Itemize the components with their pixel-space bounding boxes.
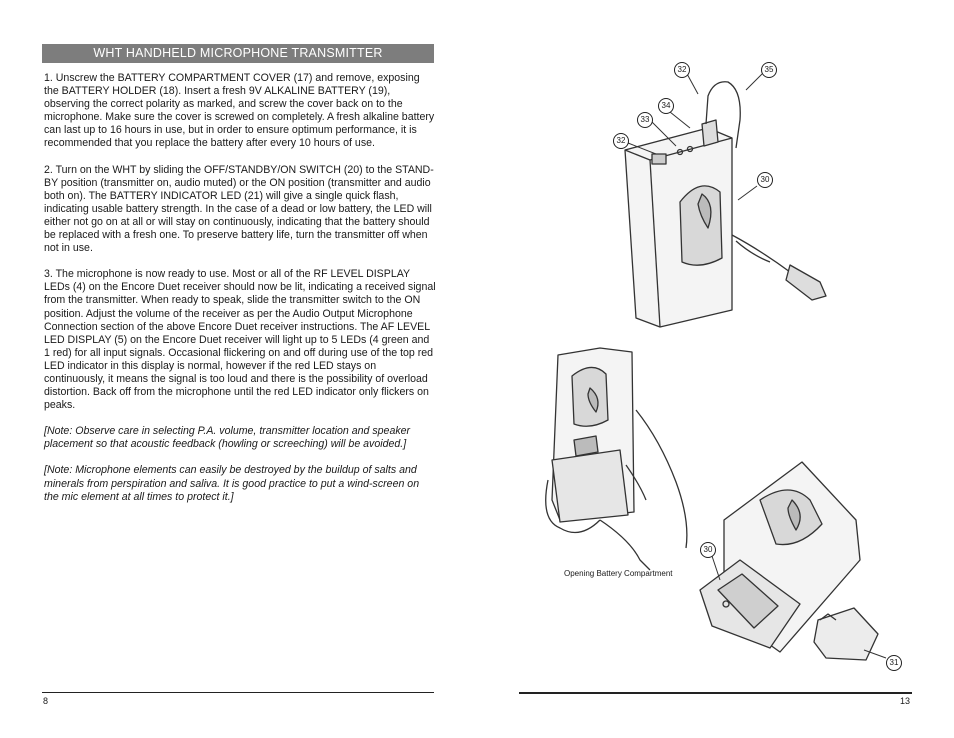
footer-rule-left — [42, 692, 434, 693]
note-windscreen: [Note: Microphone elements can easily be… — [44, 464, 420, 503]
hand-opening-illustration — [545, 347, 688, 571]
transmitter-illustration — [624, 81, 827, 328]
paragraph-step-2: 2. Turn on the WHT by sliding the OFF/ST… — [44, 163, 434, 255]
section-title: WHT HANDHELD MICROPHONE TRANSMITTER — [93, 46, 383, 60]
paragraph-step-3: 3. The microphone is now ready to use. M… — [44, 268, 436, 412]
callout-30-top: 30 — [757, 172, 773, 188]
page-number-right: 13 — [900, 696, 911, 706]
callout-34: 34 — [658, 98, 674, 114]
callout-31: 31 — [886, 655, 902, 671]
page-number-left: 8 — [43, 696, 49, 706]
section-title-bar: WHT HANDHELD MICROPHONE TRANSMITTER — [42, 44, 434, 63]
callout-35: 35 — [761, 62, 777, 78]
footer-rule-right — [519, 692, 912, 694]
callout-33: 33 — [637, 112, 653, 128]
callout-30-bottom: 30 — [700, 542, 716, 558]
instructions-body: 1. Unscrew the BATTERY COMPARTMENT COVER… — [44, 72, 436, 517]
open-compartment-illustration — [699, 461, 879, 661]
callout-32-top: 32 — [674, 62, 690, 78]
paragraph-step-1: 1. Unscrew the BATTERY COMPARTMENT COVER… — [44, 72, 435, 150]
figure-caption: Opening Battery Compartment — [564, 569, 673, 578]
callout-32-left: 32 — [613, 133, 629, 149]
note-feedback: [Note: Observe care in selecting P.A. vo… — [44, 425, 411, 451]
